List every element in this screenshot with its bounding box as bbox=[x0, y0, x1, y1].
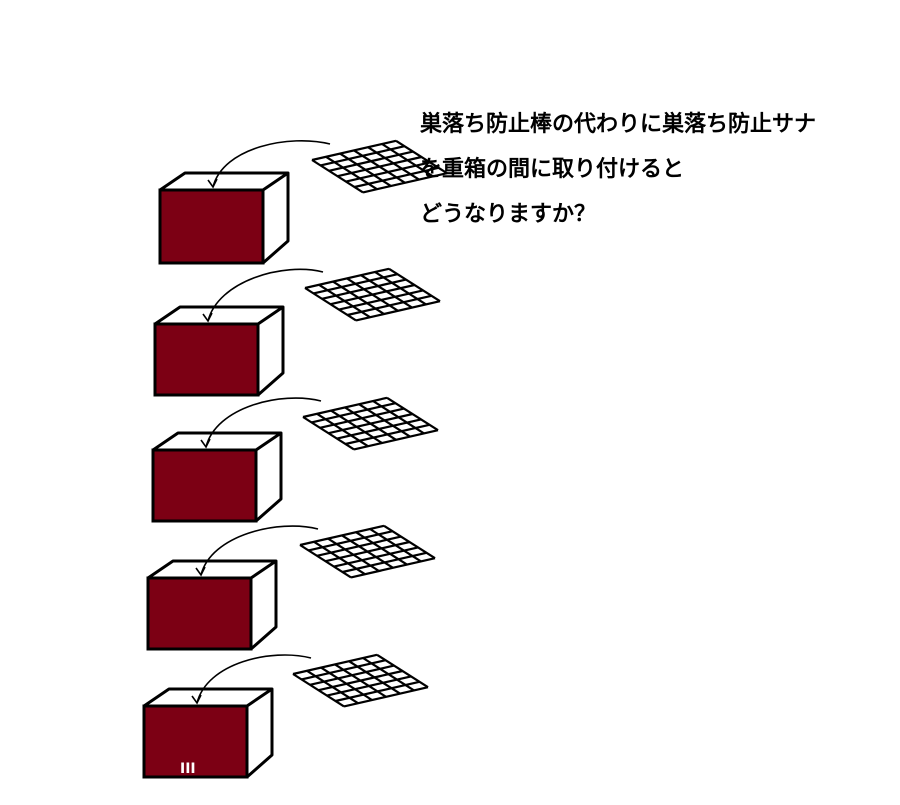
arrow-curve bbox=[205, 397, 322, 448]
arrow-curve bbox=[212, 140, 331, 188]
box-side-face bbox=[257, 307, 285, 397]
box-top-rim bbox=[154, 305, 285, 326]
box-front-face bbox=[153, 322, 260, 397]
box-top-rim bbox=[152, 431, 283, 452]
question-line-1: 巣落ち防止棒の代わりに巣落ち防止サナ bbox=[420, 112, 817, 137]
box-top-rim bbox=[159, 171, 290, 192]
box-front-face bbox=[146, 576, 253, 651]
arrow-curve bbox=[200, 525, 319, 576]
box-side-face bbox=[255, 433, 283, 523]
lattice-screen-4 bbox=[299, 524, 436, 579]
arrow-curve bbox=[196, 654, 312, 704]
lattice-screen-5 bbox=[292, 653, 429, 708]
lattice-screen-3 bbox=[302, 396, 439, 451]
question-text: 巣落ち防止棒の代わりに巣落ち防止サナ を重箱の間に取り付けると どうなりますか？ bbox=[420, 102, 890, 237]
hive-box-1 bbox=[158, 139, 448, 265]
question-line-2: を重箱の間に取り付けると bbox=[420, 157, 685, 182]
lattice-screen-1 bbox=[311, 139, 448, 194]
box-front-face bbox=[142, 704, 249, 779]
arrow-head bbox=[200, 438, 211, 449]
box-top-rim bbox=[147, 559, 278, 580]
hive-box-5: III bbox=[142, 653, 429, 779]
hive-box-2 bbox=[153, 267, 441, 397]
arrow-head bbox=[195, 566, 206, 577]
arrow-head bbox=[207, 178, 218, 189]
box-top-rim bbox=[143, 687, 274, 708]
question-line-3: どうなりますか？ bbox=[420, 202, 597, 227]
arrow-curve bbox=[207, 268, 324, 322]
hive-box-4 bbox=[146, 524, 436, 651]
box-side-face bbox=[246, 689, 274, 779]
box-side-face bbox=[262, 173, 290, 265]
hive-entrance-mark: III bbox=[180, 761, 196, 777]
arrow-head bbox=[191, 694, 202, 705]
box-front-face bbox=[151, 448, 258, 523]
box-side-face bbox=[250, 561, 278, 651]
lattice-screen-2 bbox=[304, 267, 441, 322]
box-front-face bbox=[158, 188, 265, 265]
arrow-head bbox=[202, 312, 213, 323]
hive-box-3 bbox=[151, 396, 439, 523]
